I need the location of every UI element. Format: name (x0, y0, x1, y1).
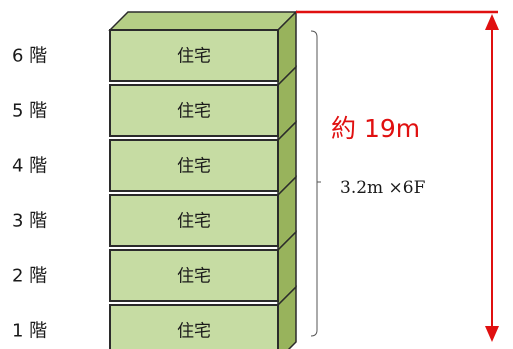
roof-top-face (108, 11, 298, 31)
arrow-up-icon (485, 14, 499, 30)
height-label: 約 19m (331, 114, 420, 143)
floor-use-label: 住宅 (177, 157, 211, 177)
floor-number-label: 3 階 (12, 211, 47, 232)
floor-front-face (109, 194, 279, 247)
floor-number-label: 4 階 (12, 156, 47, 177)
floor-row: 住宅 2 階 (12, 230, 297, 307)
height-bracket (310, 30, 318, 337)
floor-front-face (109, 29, 279, 82)
floor-number-label: 6 階 (12, 46, 47, 67)
floor-number-label: 1 階 (12, 321, 47, 342)
floor-use-label: 住宅 (177, 102, 211, 122)
floor-front-face (109, 304, 279, 349)
floor-row: 住宅 1 階 (12, 285, 297, 349)
floor-row: 住宅 3 階 (12, 175, 297, 252)
arrow-down-icon (485, 326, 499, 342)
floor-front-face (109, 249, 279, 302)
floor-use-label: 住宅 (177, 267, 211, 287)
floor-use-label: 住宅 (177, 322, 211, 342)
height-calculation: 3.2m ×6F (340, 178, 426, 198)
floor-row: 住宅 6 階 (12, 10, 297, 87)
floor-use-label: 住宅 (177, 212, 211, 232)
floor-number-label: 2 階 (12, 266, 47, 287)
floor-number-label: 5 階 (12, 101, 47, 122)
floor-front-face (109, 139, 279, 192)
floor-use-label: 住宅 (177, 47, 211, 67)
floor-front-face (109, 84, 279, 137)
